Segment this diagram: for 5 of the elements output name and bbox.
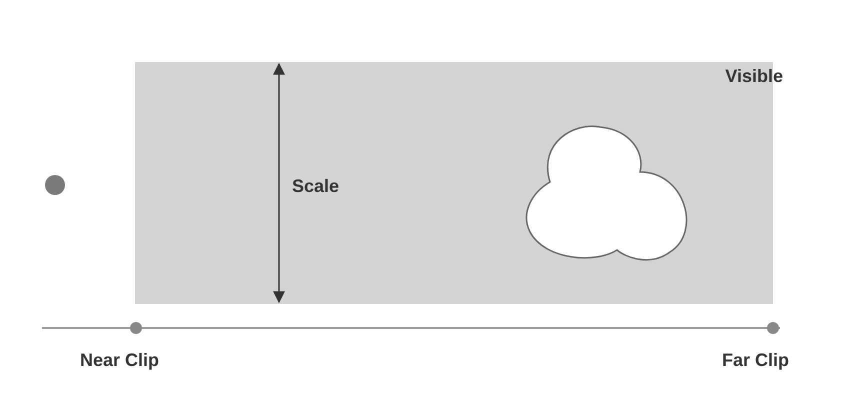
clip-label: Far Clip	[722, 350, 790, 371]
clip-label: Near Clip	[80, 350, 160, 371]
dimension-label: Scale	[292, 176, 340, 197]
volume-label: Visible	[725, 66, 783, 87]
camera-dot	[45, 175, 65, 195]
